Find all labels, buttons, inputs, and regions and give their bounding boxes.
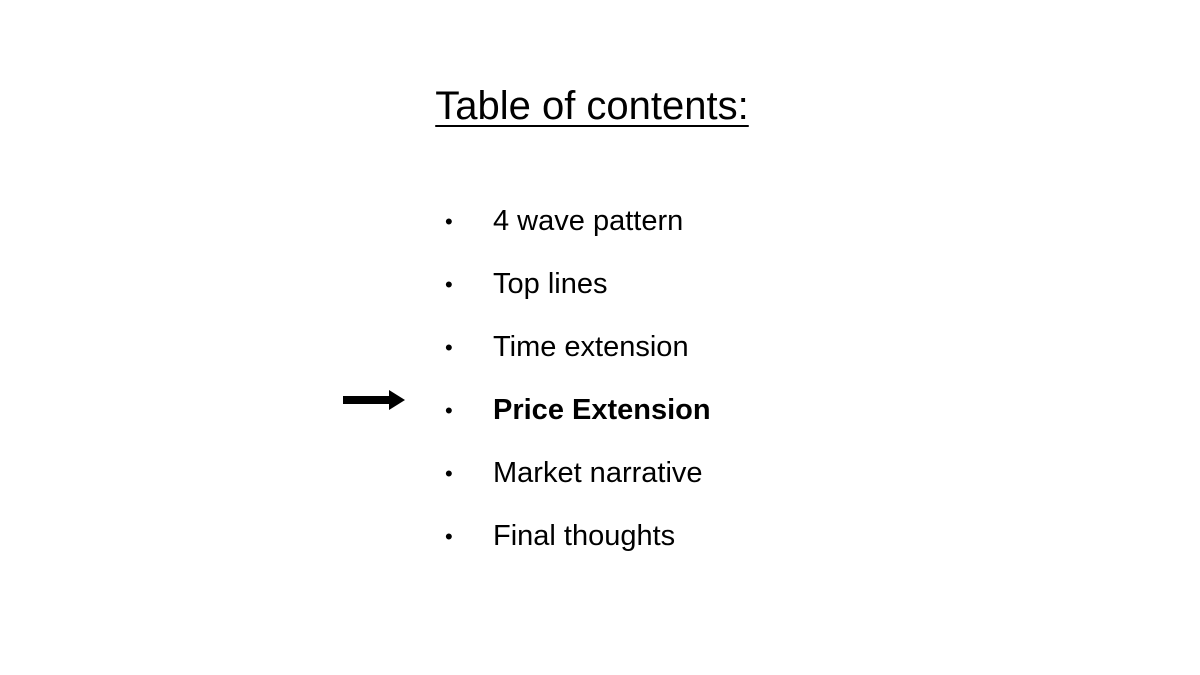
bullet: • <box>445 208 453 234</box>
toc-item-label: Top lines <box>493 268 608 300</box>
page-title: Table of contents: <box>435 84 749 128</box>
list-item: • 4 wave pattern <box>445 190 711 253</box>
toc-item-label: Market narrative <box>493 457 703 489</box>
right-arrow-icon <box>343 390 405 410</box>
list-item-current: • Price Extension <box>445 379 711 442</box>
list-item: • Time extension <box>445 316 711 379</box>
bullet: • <box>445 523 453 549</box>
bullet: • <box>445 397 453 423</box>
bullet: • <box>445 334 453 360</box>
bullet: • <box>445 271 453 297</box>
list-item: • Market narrative <box>445 442 711 505</box>
toc-item-label: Time extension <box>493 331 689 363</box>
list-item: • Final thoughts <box>445 505 711 568</box>
bullet: • <box>445 460 453 486</box>
list-item: • Top lines <box>445 253 711 316</box>
toc-item-label: Final thoughts <box>493 520 676 552</box>
toc-item-label-current: Price Extension <box>493 394 711 426</box>
toc-item-label: 4 wave pattern <box>493 205 684 237</box>
toc-list: • 4 wave pattern • Top lines • Time exte… <box>445 190 711 568</box>
